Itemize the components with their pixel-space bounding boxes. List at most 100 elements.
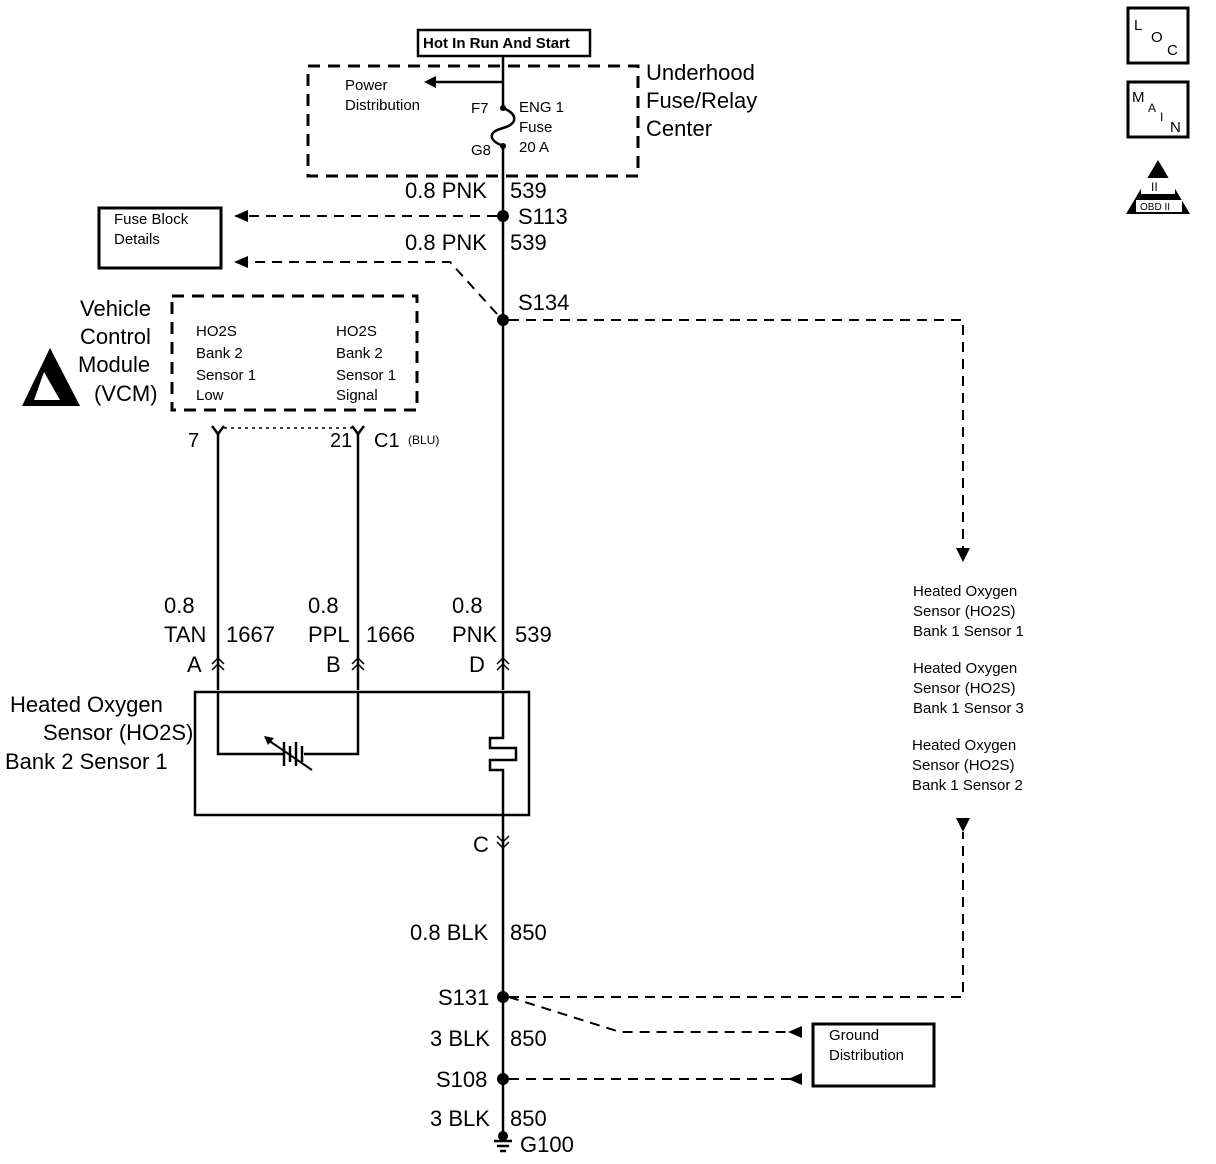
svg-text:0.8 PNK: 0.8 PNK — [405, 178, 487, 203]
vehicle-control-module: Vehicle Control Module (VCM) HO2S Bank 2… — [22, 294, 419, 412]
svg-text:Center: Center — [646, 116, 712, 141]
svg-text:O: O — [1151, 29, 1163, 46]
svg-text:Low: Low — [196, 387, 224, 404]
splice-s113 — [497, 210, 509, 222]
svg-text:II: II — [1151, 180, 1158, 194]
svg-text:0.8: 0.8 — [452, 593, 483, 618]
svg-text:S134: S134 — [518, 290, 569, 315]
splice-s131 — [497, 991, 509, 1003]
svg-text:D: D — [469, 652, 485, 677]
svg-text:539: 539 — [510, 178, 547, 203]
splice-s134 — [497, 314, 509, 326]
svg-text:539: 539 — [510, 230, 547, 255]
svg-text:I: I — [1160, 110, 1163, 124]
svg-text:A: A — [187, 652, 202, 677]
main-icon[interactable]: M A I N — [1126, 80, 1190, 139]
svg-text:3 BLK: 3 BLK — [430, 1106, 490, 1131]
obd-ii-icon[interactable]: II OBD II — [1126, 160, 1190, 214]
ground-distribution-link[interactable]: Ground Distribution — [811, 1022, 936, 1088]
arrow-down-icon — [956, 548, 970, 562]
svg-text:Details: Details — [114, 231, 160, 248]
svg-text:M: M — [1132, 89, 1145, 106]
svg-text:S131: S131 — [438, 985, 489, 1010]
svg-text:HO2S: HO2S — [196, 323, 237, 340]
svg-text:(VCM): (VCM) — [94, 381, 158, 406]
svg-text:S108: S108 — [436, 1067, 487, 1092]
svg-text:OBD II: OBD II — [1140, 202, 1170, 213]
svg-text:N: N — [1170, 119, 1181, 136]
connector-pin-7 — [211, 425, 225, 437]
svg-text:PPL: PPL — [308, 622, 350, 647]
svg-text:HO2S: HO2S — [336, 323, 377, 340]
svg-text:Distribution: Distribution — [829, 1047, 904, 1064]
connector-pin-b — [351, 656, 365, 671]
svg-text:850: 850 — [510, 1026, 547, 1051]
svg-text:0.8 BLK: 0.8 BLK — [410, 920, 489, 945]
svg-text:Signal: Signal — [336, 387, 378, 404]
svg-text:A: A — [1148, 101, 1156, 115]
svg-text:Sensor (HO2S): Sensor (HO2S) — [912, 757, 1015, 774]
svg-text:Heated Oxygen: Heated Oxygen — [913, 583, 1017, 600]
svg-text:C: C — [473, 832, 489, 857]
connector-pin-d — [496, 656, 510, 671]
svg-text:Sensor (HO2S): Sensor (HO2S) — [43, 720, 193, 745]
svg-text:Heated Oxygen: Heated Oxygen — [10, 692, 163, 717]
svg-text:Distribution: Distribution — [345, 97, 420, 114]
svg-text:21: 21 — [330, 430, 352, 452]
svg-text:Bank 2 Sensor 1: Bank 2 Sensor 1 — [5, 749, 168, 774]
svg-text:Sensor (HO2S): Sensor (HO2S) — [913, 603, 1016, 620]
svg-text:7: 7 — [188, 430, 199, 452]
connector-pin-21 — [351, 425, 365, 437]
svg-text:850: 850 — [510, 1106, 547, 1131]
svg-text:Vehicle: Vehicle — [80, 296, 151, 321]
heater-element-icon — [488, 692, 518, 815]
svg-text:Heated Oxygen: Heated Oxygen — [912, 737, 1016, 754]
underhood-fuse-relay-center: Underhood Fuse/Relay Center Power Distri… — [306, 60, 757, 178]
svg-text:539: 539 — [515, 622, 552, 647]
arrow-left-icon — [788, 1026, 802, 1038]
svg-text:Sensor (HO2S): Sensor (HO2S) — [913, 680, 1016, 697]
sensor-element-icon — [264, 736, 313, 771]
loc-icon[interactable]: L O C — [1126, 6, 1190, 65]
svg-text:ENG 1: ENG 1 — [519, 99, 564, 116]
svg-text:Fuse/Relay: Fuse/Relay — [646, 88, 757, 113]
svg-text:Sensor 1: Sensor 1 — [336, 367, 396, 384]
svg-text:0.8: 0.8 — [308, 593, 339, 618]
fuse-block-details-link[interactable]: Fuse Block Details — [97, 206, 223, 270]
hot-in-run-label: Hot In Run And Start — [416, 28, 592, 58]
svg-text:S113: S113 — [518, 204, 568, 229]
svg-text:850: 850 — [510, 920, 547, 945]
svg-text:(BLU): (BLU) — [408, 433, 439, 447]
svg-text:20 A: 20 A — [519, 139, 549, 156]
ho2s-bank2-sensor1: Heated Oxygen Sensor (HO2S) Bank 2 Senso… — [5, 690, 531, 817]
svg-text:TAN: TAN — [164, 622, 206, 647]
svg-text:Bank 2: Bank 2 — [196, 345, 243, 362]
svg-text:G100: G100 — [520, 1132, 574, 1157]
arrow-up-icon — [956, 818, 970, 832]
svg-text:Hot In Run And Start: Hot In Run And Start — [423, 35, 570, 52]
arrow-left-icon — [234, 210, 248, 222]
svg-text:B: B — [326, 652, 341, 677]
svg-text:Bank 1 Sensor 1: Bank 1 Sensor 1 — [913, 623, 1024, 640]
svg-text:0.8: 0.8 — [164, 593, 195, 618]
svg-text:1666: 1666 — [366, 622, 415, 647]
svg-text:F7: F7 — [471, 100, 489, 117]
svg-text:G8: G8 — [471, 142, 491, 159]
svg-text:C1: C1 — [374, 430, 400, 452]
svg-text:Bank 1 Sensor 3: Bank 1 Sensor 3 — [913, 700, 1024, 717]
fuse-icon — [490, 106, 516, 148]
svg-text:3 BLK: 3 BLK — [430, 1026, 490, 1051]
svg-text:Bank 1 Sensor 2: Bank 1 Sensor 2 — [912, 777, 1023, 794]
svg-text:PNK: PNK — [452, 622, 498, 647]
esd-warning-icon — [22, 348, 80, 406]
splice-s108 — [497, 1073, 509, 1085]
svg-text:Bank 2: Bank 2 — [336, 345, 383, 362]
svg-text:Power: Power — [345, 77, 388, 94]
svg-text:C: C — [1167, 42, 1178, 59]
svg-text:L: L — [1134, 17, 1142, 34]
svg-text:0.8 PNK: 0.8 PNK — [405, 230, 487, 255]
svg-text:Ground: Ground — [829, 1027, 879, 1044]
arrow-left-icon — [234, 256, 248, 268]
svg-text:Fuse: Fuse — [519, 119, 552, 136]
